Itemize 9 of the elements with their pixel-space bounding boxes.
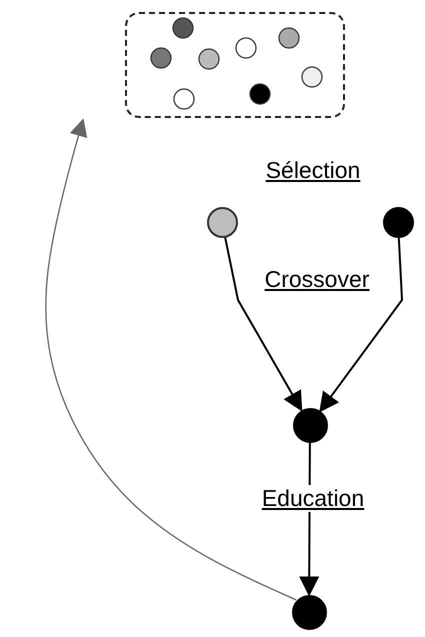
arrow — [224, 236, 302, 412]
individual-circle — [206, 206, 238, 238]
individual-circle — [382, 206, 414, 238]
arrow — [319, 237, 404, 413]
population-box — [125, 12, 345, 118]
step-label: Education — [258, 485, 368, 512]
individual-circle — [292, 408, 328, 442]
individual-circle — [292, 594, 326, 630]
arrow — [45, 118, 297, 601]
